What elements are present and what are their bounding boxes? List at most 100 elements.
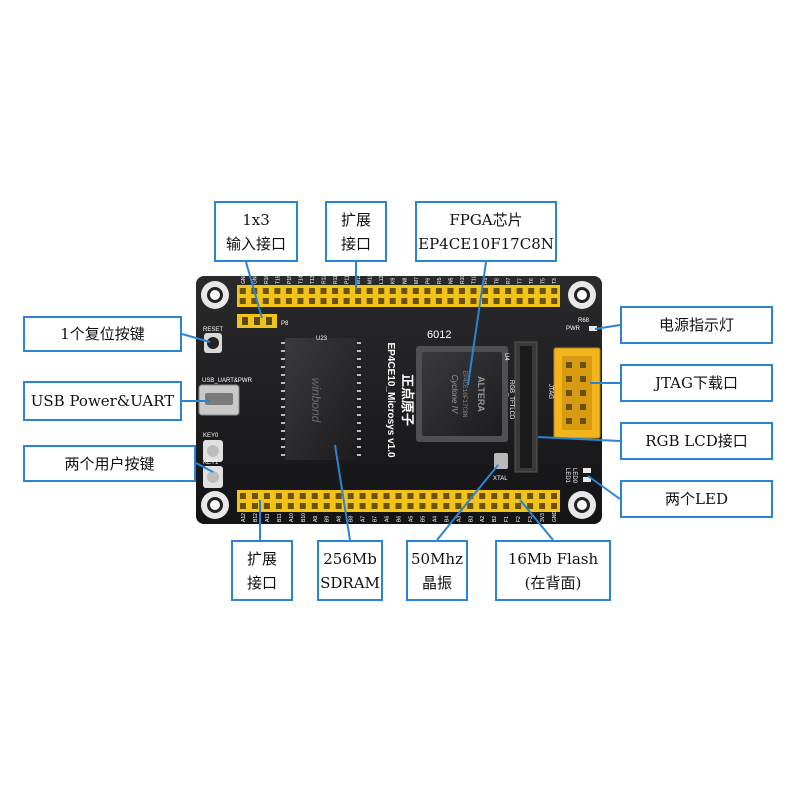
callout-expansion-bottom: 扩展 接口 (231, 540, 293, 601)
bottom-header-pin-label: A10 (289, 513, 295, 522)
bottom-header-pin (299, 503, 306, 509)
callout-rgb-lcd-line1: RGB LCD接口 (645, 432, 748, 450)
top-header-pin (412, 288, 419, 294)
callout-flash-line2: (在背面) (524, 573, 582, 592)
silk-rgb-tftlcd: RGB_TFTLCD (508, 380, 514, 420)
top-header-pin (355, 298, 362, 304)
top-header-pin-label: GND (241, 273, 247, 285)
top-header-pin (262, 288, 269, 294)
top-header-pin (470, 298, 477, 304)
top-header-pin (516, 288, 523, 294)
bottom-header-pin (251, 493, 258, 499)
bottom-header-pin-label: A9 (313, 516, 319, 522)
top-header-pin (516, 298, 523, 304)
bottom-header-pin (311, 503, 318, 509)
bottom-header-pin (479, 503, 486, 509)
bottom-header-pin-label: A11 (265, 513, 271, 522)
top-header-pin (447, 288, 454, 294)
bottom-header-pin (287, 503, 294, 509)
callout-fpga: FPGA芯片 EP4CE10F17C8N (415, 201, 557, 262)
bottom-header-pin (299, 493, 306, 499)
bottom-header-pin (383, 503, 390, 509)
top-header-pin (274, 288, 281, 294)
top-header-pin-label: P6 (425, 278, 431, 284)
top-header-pin (551, 298, 558, 304)
bottom-header-pin (287, 493, 294, 499)
top-header-pin (458, 298, 465, 304)
callout-power-led: 电源指示灯 (620, 306, 773, 344)
bottom-header-pin (347, 503, 354, 509)
bottom-header-pin (503, 493, 510, 499)
bottom-header-pin (407, 493, 414, 499)
bottom-header-pin-label: B8 (349, 516, 355, 522)
bottom-header-pin-label: A5 (408, 516, 414, 522)
fpga-brand-label: ALTERA (476, 376, 486, 412)
callout-two-leds: 两个LED (620, 480, 773, 518)
bottom-header-pin-label: B2 (492, 516, 498, 522)
bottom-header-pin (419, 493, 426, 499)
rgb-lcd-connector (514, 341, 538, 473)
top-header-pin (539, 288, 546, 294)
bottom-header-pin (335, 503, 342, 509)
top-header-pin (320, 298, 327, 304)
bottom-header-pin-label: B10 (301, 513, 307, 522)
top-header-pin (493, 288, 500, 294)
silk-led0: LED0 (571, 468, 577, 484)
top-header-pin (470, 288, 477, 294)
callout-crystal-line2: 晶振 (421, 573, 452, 592)
silk-key1: KEY1 (203, 460, 219, 466)
bottom-header-pin-label: GND (552, 511, 558, 523)
bottom-header-pin (491, 493, 498, 499)
callout-reset: 1个复位按键 (23, 316, 182, 352)
bottom-header-pin (407, 503, 414, 509)
top-header-pin (274, 298, 281, 304)
top-header-pin-label: K9 (391, 278, 397, 284)
bottom-header-pin (263, 493, 270, 499)
callout-input-port: 1x3 输入接口 (214, 201, 298, 262)
bottom-header-pin-label: A6 (385, 516, 391, 522)
top-header-pin (528, 288, 535, 294)
top-header-pin (493, 298, 500, 304)
bottom-header-pin (275, 503, 282, 509)
top-header-body (237, 285, 560, 307)
callout-user-keys: 两个用户按键 (23, 445, 196, 482)
top-header-pin (239, 298, 246, 304)
bottom-header-pin-label: F2 (516, 516, 522, 522)
bottom-header-pin (539, 503, 546, 509)
bottom-header-pin (455, 503, 462, 509)
top-header-pin (412, 298, 419, 304)
top-header-pin (389, 298, 396, 304)
bottom-header-pin-label: B12 (253, 513, 259, 522)
top-header-pin (297, 298, 304, 304)
top-header-pin-label: T10 (471, 275, 477, 284)
silk-u23: U23 (316, 336, 328, 342)
bottom-header-pin (467, 493, 474, 499)
callout-usb-line1: USB Power&UART (30, 392, 175, 410)
top-header-pin (343, 298, 350, 304)
bottom-header-pin-label: B7 (373, 516, 379, 522)
top-header-pin (320, 288, 327, 294)
top-header-pin (482, 288, 489, 294)
top-header-pin (435, 298, 442, 304)
top-header-pin-label: GND (252, 273, 258, 285)
top-header-pin (482, 298, 489, 304)
top-header-pin (447, 298, 454, 304)
bottom-header-pin (539, 493, 546, 499)
fpga-chip: Cyclone IV EP4CE10F17C8N ALTERA (416, 346, 508, 442)
bottom-header-pin-label: B5 (420, 516, 426, 522)
top-header-pin (285, 298, 292, 304)
callout-usb: USB Power&UART (23, 381, 182, 421)
bottom-header-pin (323, 493, 330, 499)
top-header-pin (332, 288, 339, 294)
callout-fpga-line1: FPGA芯片 (449, 210, 523, 229)
silk-led1: LED1 (564, 468, 570, 484)
top-header-pin-label: N8 (402, 277, 408, 284)
bottom-header-pin-label: A3 (456, 516, 462, 522)
bottom-header-pin (443, 503, 450, 509)
bottom-header-pin (515, 493, 522, 499)
callout-jtag-line1: JTAG下载口 (654, 374, 738, 392)
callout-expansion-top-line1: 扩展 (340, 210, 371, 229)
callout-jtag: JTAG下载口 (620, 364, 773, 402)
top-header-pin (308, 298, 315, 304)
callout-flash: 16Mb Flash (在背面) (495, 540, 611, 601)
